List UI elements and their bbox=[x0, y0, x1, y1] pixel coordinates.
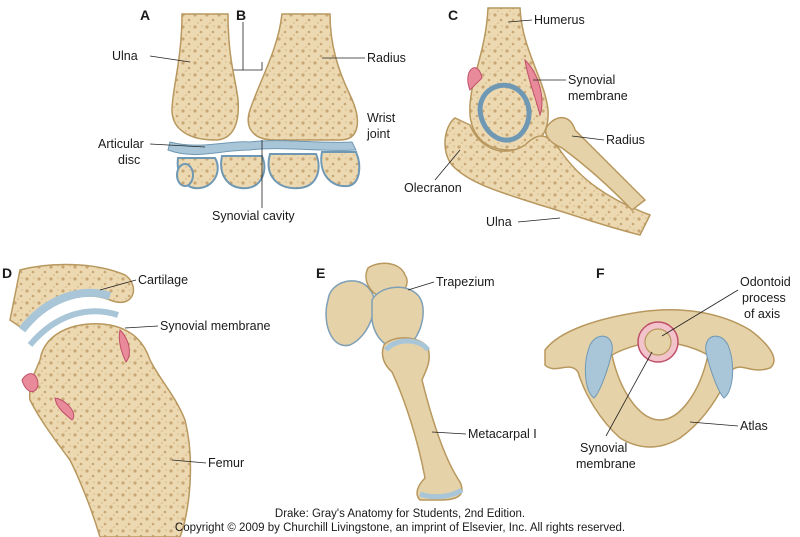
ulna-bone-a bbox=[171, 13, 240, 141]
leader-trapezium bbox=[407, 281, 435, 291]
label-synovial-cavity: Synovial cavity bbox=[212, 209, 295, 223]
leader-articular-disc bbox=[149, 143, 206, 148]
hip-synovial-membrane bbox=[21, 373, 75, 421]
leader-synovial-membrane-d bbox=[124, 325, 159, 329]
leader-atlas bbox=[689, 421, 739, 427]
panel-letter-e: E bbox=[316, 265, 325, 281]
leader-radius-c bbox=[571, 135, 605, 141]
leader-synovial-membrane-f bbox=[605, 351, 653, 437]
leader-femur bbox=[171, 459, 207, 464]
label-ulna-c: Ulna bbox=[486, 215, 512, 229]
trapezium-bone bbox=[371, 286, 424, 350]
hip-cartilage-inner bbox=[27, 308, 119, 347]
leader-odontoid bbox=[661, 289, 739, 337]
leader-humerus bbox=[507, 19, 533, 23]
panel-letter-a: A bbox=[140, 7, 150, 23]
metacarpal-cartilage bbox=[419, 487, 464, 500]
metacarpal-bone bbox=[381, 337, 463, 501]
atlas-facet-right bbox=[705, 335, 734, 399]
carpal-bones-a bbox=[176, 151, 361, 190]
leader-ulna-c bbox=[517, 217, 561, 223]
credit-line-1: Drake: Gray's Anatomy for Students, 2nd … bbox=[274, 508, 526, 520]
label-ulna-a: Ulna bbox=[112, 49, 138, 63]
label-atlas: Atlas bbox=[740, 419, 768, 433]
hip-synovial-membrane-upper bbox=[118, 328, 130, 363]
leader-olecranon bbox=[434, 149, 461, 181]
leader-ulna-a bbox=[149, 55, 191, 63]
leader-metacarpal bbox=[431, 431, 467, 435]
thumb-cartilage bbox=[384, 338, 431, 352]
credit-line-2: Copyright © 2009 by Churchill Livingston… bbox=[174, 522, 626, 534]
label-radius-a: Radius bbox=[367, 51, 406, 65]
label-humerus: Humerus bbox=[534, 13, 585, 27]
label-trapezium: Trapezium bbox=[436, 275, 495, 289]
odontoid-process bbox=[644, 328, 672, 356]
hip-cartilage-outer bbox=[18, 288, 112, 333]
label-femur: Femur bbox=[208, 456, 244, 470]
panel-letter-c: C bbox=[448, 7, 458, 23]
panel-letter-f: F bbox=[596, 265, 605, 281]
radius-bone-c bbox=[544, 116, 647, 212]
panel-e-thumb: E Trapezium Metacarpal I bbox=[316, 262, 537, 501]
elbow-cartilage bbox=[477, 82, 532, 143]
panel-letter-d: D bbox=[2, 265, 12, 281]
femur-bone bbox=[28, 323, 192, 537]
elbow-synovial-membrane bbox=[467, 58, 543, 117]
label-synovial-membrane-d: Synovial membrane bbox=[160, 319, 271, 333]
ulna-bone-c bbox=[444, 117, 652, 236]
panel-letter-b: B bbox=[236, 7, 246, 23]
carpal-bone-e1 bbox=[325, 280, 375, 347]
panel-d-hip: D Cartilage Synovial membrane Femur bbox=[2, 263, 271, 537]
atlas-facet-left bbox=[584, 335, 613, 399]
label-olecranon: Olecranon bbox=[404, 181, 462, 195]
label-radius-c: Radius bbox=[606, 133, 645, 147]
leader-cartilage bbox=[99, 279, 137, 291]
radius-bone-a bbox=[247, 13, 359, 141]
label-metacarpal: Metacarpal I bbox=[468, 427, 537, 441]
label-cartilage: Cartilage bbox=[138, 273, 188, 287]
